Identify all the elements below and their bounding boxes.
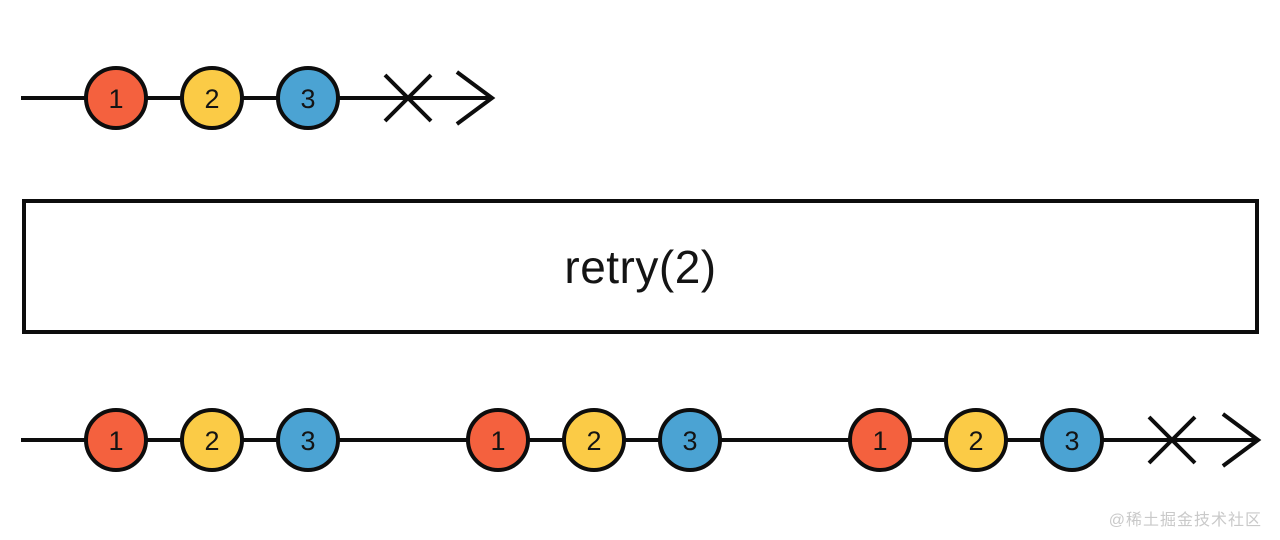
marble-value-label: 3 [300,426,315,456]
arrow-head-icon [1221,412,1262,468]
marble-value-label: 3 [1064,426,1079,456]
marble-value-label: 2 [204,84,219,114]
marble-2[interactable]: 2 [180,66,244,130]
marble-circle [1040,408,1104,472]
marble-value-label: 1 [108,84,123,114]
marble-2[interactable]: 2 [180,408,244,472]
error-x-icon [1147,415,1197,465]
source-timeline: 1 2 3 [21,66,496,130]
marble-circle [276,408,340,472]
marble-2[interactable]: 2 [562,408,626,472]
marble-3[interactable]: 3 [276,408,340,472]
marble-value-label: 2 [968,426,983,456]
marble-value-label: 3 [300,84,315,114]
marble-circle [84,66,148,130]
marble-circle [180,408,244,472]
marble-circle [562,408,626,472]
operator-label: retry(2) [564,240,717,293]
marble-value-label: 1 [108,426,123,456]
marble-circle [180,66,244,130]
operator-box: retry(2) [22,199,1259,334]
arrow-head-icon [455,70,496,126]
marble-3[interactable]: 3 [276,66,340,130]
marble-circle [848,408,912,472]
marble-value-label: 2 [204,426,219,456]
marble-1[interactable]: 1 [848,408,912,472]
marble-3[interactable]: 3 [658,408,722,472]
marble-value-label: 3 [682,426,697,456]
marble-circle [276,66,340,130]
marble-1[interactable]: 1 [84,66,148,130]
marble-circle [466,408,530,472]
marble-1[interactable]: 1 [84,408,148,472]
marble-circle [84,408,148,472]
marble-value-label: 2 [586,426,601,456]
marble-circle [658,408,722,472]
marble-value-label: 1 [490,426,505,456]
marble-circle [944,408,1008,472]
marble-1[interactable]: 1 [466,408,530,472]
watermark-text: @稀土掘金技术社区 [1108,512,1262,529]
result-timeline: 1 2 3 1 2 3 1 2 3 [21,408,1262,472]
marble-2[interactable]: 2 [944,408,1008,472]
error-x-icon [383,73,433,123]
marble-value-label: 1 [872,426,887,456]
marble-3[interactable]: 3 [1040,408,1104,472]
